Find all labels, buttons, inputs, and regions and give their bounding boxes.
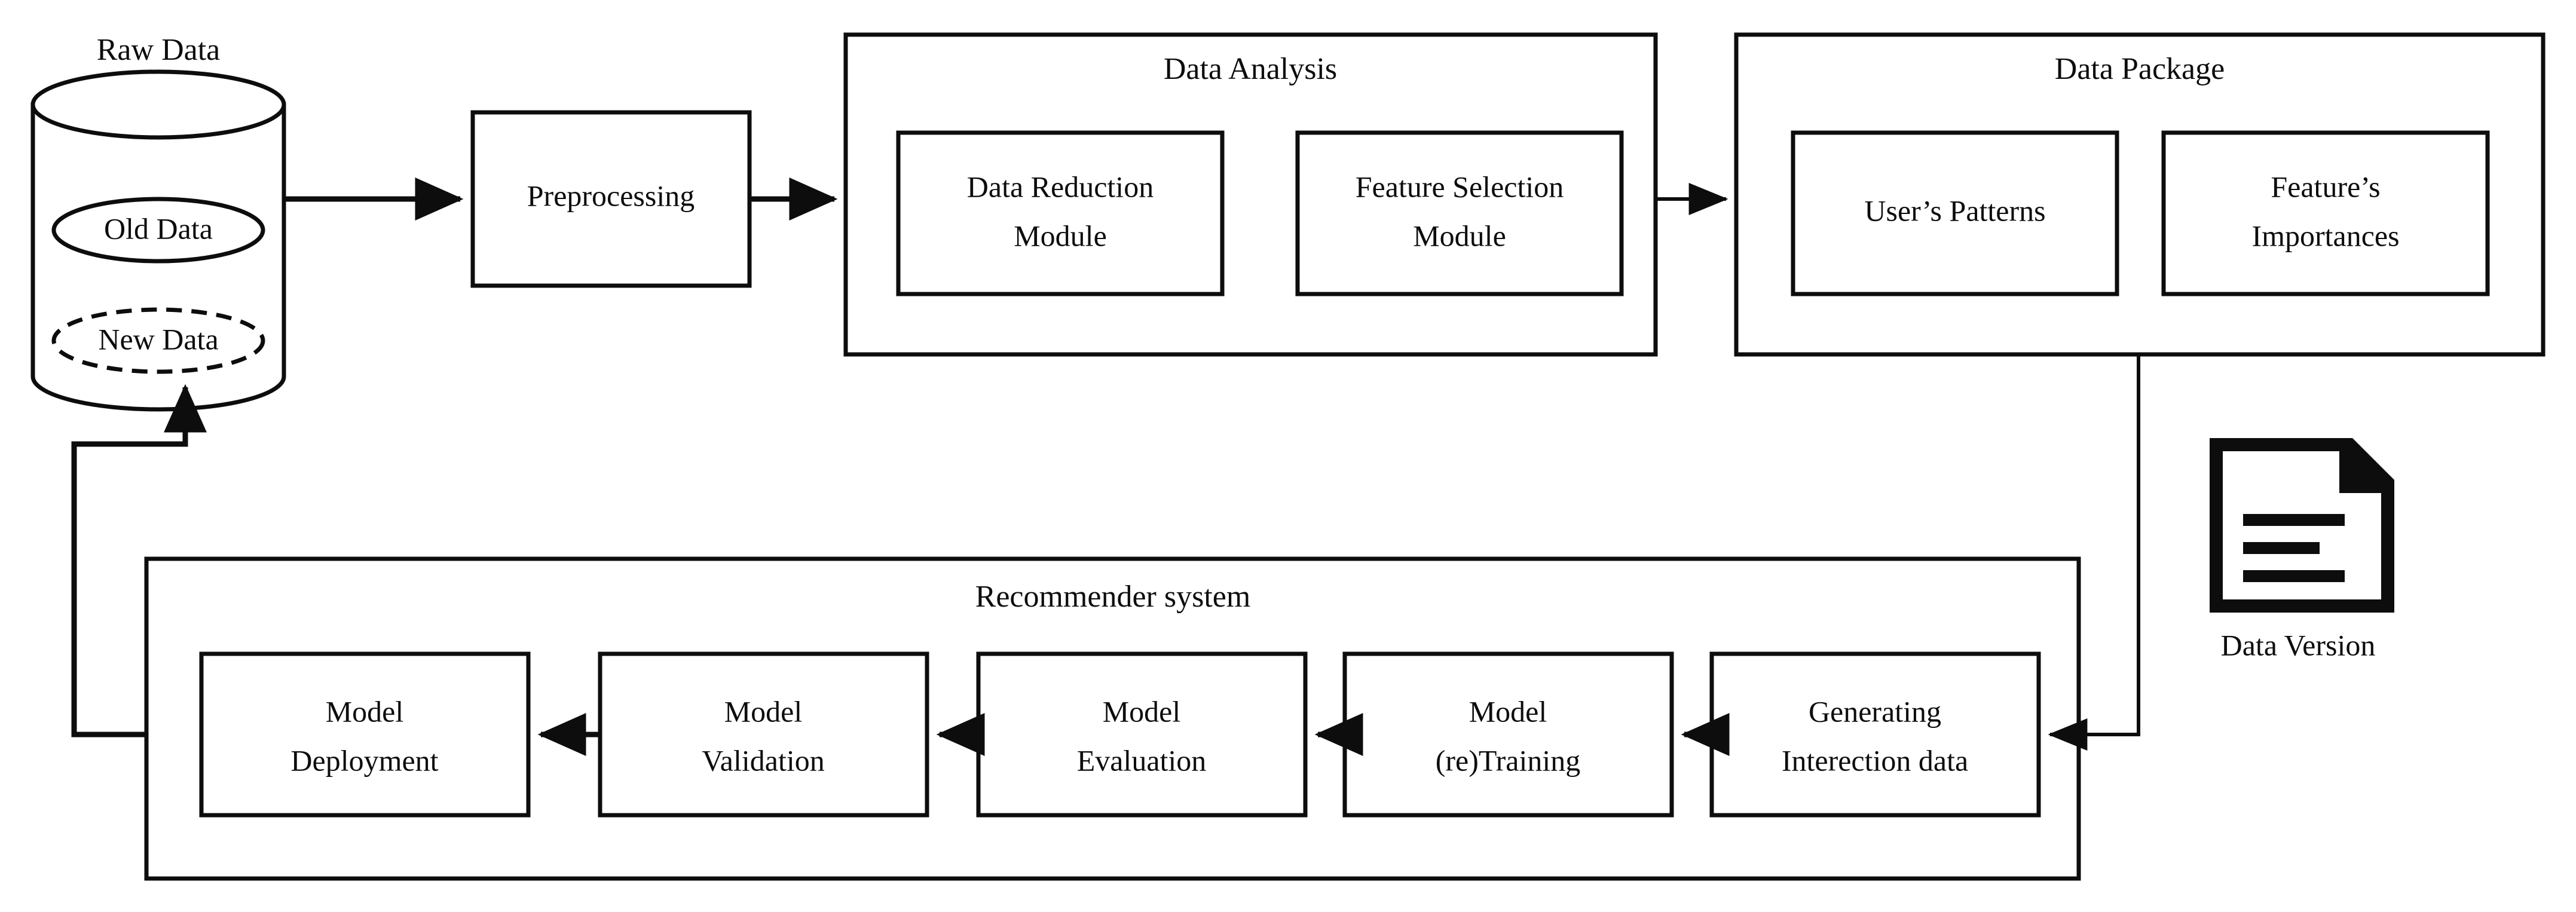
arrow-package-to-generating [2048, 354, 2140, 751]
data-analysis-title: Data Analysis [1164, 52, 1337, 86]
model-retraining-line1: Model [1469, 694, 1547, 728]
recommender-system-title: Recommender system [975, 580, 1251, 614]
preprocessing-label: Preprocessing [527, 179, 695, 212]
model-evaluation-line2: Evaluation [1077, 743, 1207, 777]
model-validation-line1: Model [724, 694, 803, 728]
document-icon [2210, 438, 2394, 613]
generating-interaction-data-line2: Interection data [1782, 743, 1968, 777]
features-importances-line2: Importances [2251, 219, 2399, 252]
features-importances-box[interactable] [2161, 130, 2490, 296]
feature-selection-module-line1: Feature Selection [1356, 170, 1564, 203]
model-retraining-line2: (re)Training [1436, 743, 1581, 777]
users-patterns-box[interactable] [1791, 130, 2119, 296]
model-retraining-box[interactable] [1342, 651, 1674, 818]
model-deployment-line1: Model [326, 694, 404, 728]
generating-interaction-data-box[interactable] [1709, 651, 2041, 818]
feature-selection-module-line2: Module [1413, 219, 1506, 252]
new-data-ellipse [51, 307, 265, 374]
model-evaluation-box[interactable] [976, 651, 1308, 818]
generating-interaction-data-line1: Generating [1809, 694, 1941, 728]
raw-data-label: Raw Data [97, 33, 220, 67]
feature-selection-module-box[interactable] [1295, 130, 1624, 296]
preprocessing-box[interactable] [470, 110, 752, 288]
arrow-feedback-to-new-data [71, 384, 207, 737]
model-deployment-line2: Deployment [290, 743, 438, 777]
model-validation-box[interactable] [598, 651, 929, 818]
model-validation-line2: Validation [702, 743, 825, 777]
data-reduction-module-line1: Data Reduction [967, 170, 1154, 203]
features-importances-line1: Feature’s [2271, 170, 2380, 203]
new-data-label: New Data [98, 322, 218, 356]
data-version-label: Data Version [2221, 628, 2376, 662]
users-patterns-label: User’s Patterns [1864, 194, 2045, 227]
model-evaluation-line1: Model [1103, 694, 1181, 728]
data-reduction-module-box[interactable] [896, 130, 1225, 296]
model-deployment-box[interactable] [199, 651, 531, 818]
old-data-ellipse [51, 197, 265, 264]
data-reduction-module-line2: Module [1014, 219, 1107, 252]
old-data-label: Old Data [104, 212, 213, 245]
data-package-title: Data Package [2055, 52, 2225, 86]
